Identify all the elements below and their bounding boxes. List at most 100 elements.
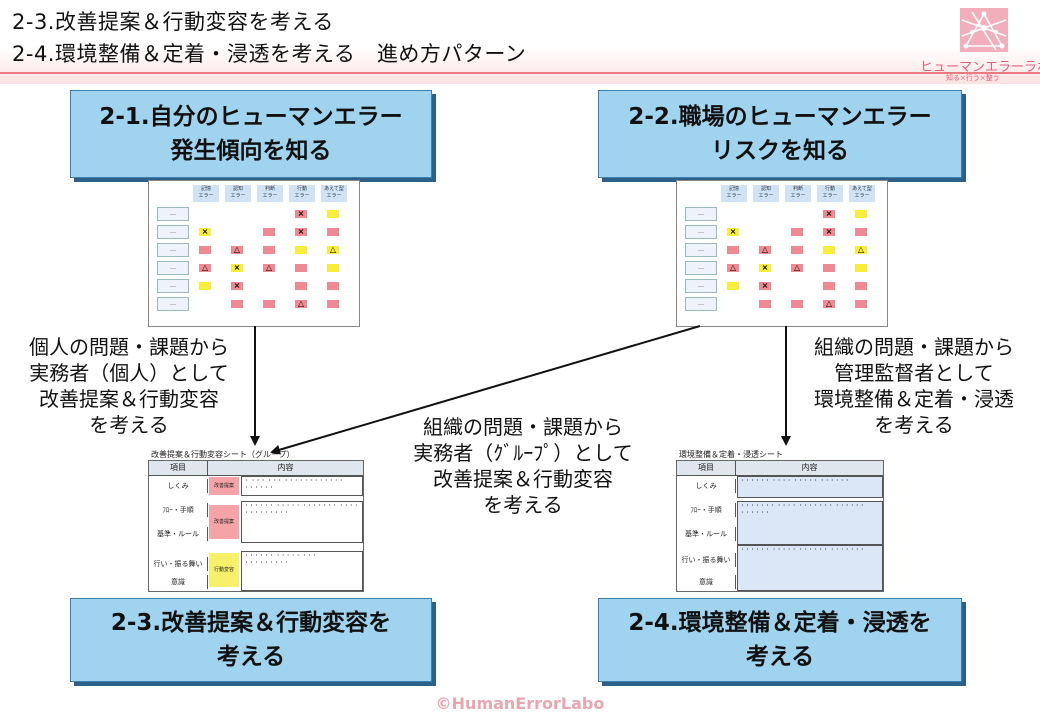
sheet-cat-awareness: 意識 — [149, 575, 208, 589]
matrix-mark — [327, 300, 339, 308]
matrix-mark — [855, 282, 867, 290]
right-flow-text-line: 環境整備＆定着・浸透 — [814, 387, 1014, 411]
matrix-row-label: … — [157, 225, 189, 239]
matrix-mark — [327, 264, 339, 272]
left-flow-text-line: 個人の問題・課題から — [29, 335, 229, 359]
matrix-mark — [855, 210, 867, 218]
sheet-head-item: 項目 — [677, 461, 736, 476]
logo-icon — [960, 8, 1008, 52]
matrix-header-cell: あえて型 エラー — [849, 185, 875, 202]
matrix-mark — [327, 282, 339, 290]
matrix-row-label: … — [685, 279, 717, 293]
error-matrix-left: 記憶 エラー認知 エラー判断 エラー行動 エラーあえて型 エラー…×…××…△△… — [148, 180, 360, 327]
header-divider — [0, 72, 1040, 74]
step-box-2-4-line2: 考える — [745, 644, 815, 670]
sheet-head-content: 内容 — [736, 461, 883, 476]
step-box-2-2-line2: リスクを知る — [711, 138, 849, 164]
matrix-mark: × — [823, 210, 835, 218]
center-flow-text: 組織の問題・課題から 実務者（ｸﾞﾙｰﾌﾟ）として 改善提案＆行動変容 を考える — [398, 414, 648, 518]
matrix-mark — [727, 282, 739, 290]
improvement-sheet-title: 改善提案＆行動変容シート（グループ） — [151, 450, 295, 459]
matrix-mark: × — [759, 282, 771, 290]
right-flow-text: 組織の問題・課題から 管理監督者として 環境整備＆定着・浸透 を考える — [796, 334, 1032, 438]
matrix-mark — [263, 228, 275, 236]
step-box-2-1-line2: 発生傾向を知る — [170, 138, 332, 164]
matrix-mark: △ — [263, 264, 275, 272]
step-box-2-3-line1: 2-3.改善提案＆行動変容を — [110, 610, 392, 636]
matrix-mark: × — [231, 264, 243, 272]
step-box-2-1-line1: 2-1.自分のヒューマンエラー — [99, 104, 403, 130]
matrix-row-label: … — [157, 207, 189, 221]
header-band — [0, 0, 1040, 84]
matrix-row-label: … — [157, 261, 189, 275]
matrix-mark: × — [823, 228, 835, 236]
matrix-mark: △ — [759, 246, 771, 254]
step-box-2-4: 2-4.環境整備＆定着・浸透を 考える — [598, 598, 962, 682]
sheet-body: ・・・・・・ ・・・・・ ・・・・・・ ・・・・・・・ — [737, 545, 883, 591]
matrix-mark — [199, 246, 211, 254]
sheet-head-item: 項目 — [149, 461, 208, 476]
matrix-mark — [855, 228, 867, 236]
right-flow-text-line: 組織の問題・課題から — [814, 335, 1014, 359]
matrix-mark — [295, 246, 307, 254]
matrix-mark — [791, 300, 803, 308]
step-box-2-3-line2: 考える — [216, 644, 286, 670]
logo-subtext: 知る×行う×整う — [946, 74, 1000, 82]
sheet-body: ・・・・・・・ ・・・・ ・・・・・・・ ・・・・・・ ・・・・・・ — [737, 501, 883, 545]
left-flow-text: 個人の問題・課題から 実務者（個人）として 改善提案＆行動変容 を考える — [14, 334, 244, 438]
matrix-mark: × — [759, 264, 771, 272]
improvement-sheet: 改善提案＆行動変容シート（グループ） 項目 内容 しくみ 改善提案 ・ ・・・ … — [148, 450, 364, 592]
matrix-mark: × — [295, 210, 307, 218]
matrix-mark: × — [199, 228, 211, 236]
sheet-tag-behavior: 行動変容 — [209, 553, 239, 587]
right-flow-text-line: を考える — [874, 413, 954, 437]
step-box-2-2-line1: 2-2.職場のヒューマンエラー — [628, 104, 932, 130]
matrix-header-cell: 記憶 エラー — [193, 185, 219, 202]
sheet-tag-proposal: 改善提案 — [209, 477, 239, 495]
matrix-header-cell: 認知 エラー — [753, 185, 779, 202]
logo-text: ヒューマンエラーラボ — [920, 60, 1040, 75]
center-flow-text-line: 改善提案＆行動変容 — [433, 467, 613, 491]
matrix-mark: △ — [295, 300, 307, 308]
matrix-header-cell: 記憶 エラー — [721, 185, 747, 202]
center-flow-text-line: 実務者（ｸﾞﾙｰﾌﾟ）として — [413, 441, 633, 465]
matrix-row-label: … — [685, 225, 717, 239]
environment-sheet: 環境整備＆定着・浸透シート 項目 内容 しくみ ・・・・・・ ・・・・ ・・・・… — [676, 450, 884, 592]
matrix-row-label: … — [157, 279, 189, 293]
matrix-header-cell: あえて型 エラー — [321, 185, 347, 202]
step-box-2-1: 2-1.自分のヒューマンエラー 発生傾向を知る — [70, 90, 432, 178]
matrix-mark: △ — [327, 246, 339, 254]
error-matrix-right: 記憶 エラー認知 エラー判断 エラー行動 エラーあえて型 エラー … × … × × … △ △… — [676, 180, 888, 327]
matrix-mark — [727, 246, 739, 254]
matrix-mark: △ — [791, 264, 803, 272]
matrix-header-cell: 判断 エラー — [785, 185, 811, 202]
matrix-header-cell: 行動 エラー — [817, 185, 843, 202]
environment-sheet-title: 環境整備＆定着・浸透シート — [679, 450, 783, 459]
page-title-line1: 2-3.改善提案＆行動変容を考える — [12, 10, 334, 34]
sheet-cat-rules: 基準・ルール — [149, 527, 208, 541]
sheet-body: ・・・・・・ ・・・・・ ・・・・・・・ ・・・・ ・・・・・・・・・ — [241, 501, 363, 543]
matrix-mark: × — [295, 228, 307, 236]
sheet-body: ・・・・・・ ・・・・・ ・・・ ・・・・・・・・・ — [241, 551, 363, 591]
matrix-row-label: … — [685, 297, 717, 311]
matrix-mark: △ — [823, 300, 835, 308]
left-flow-text-line: 実務者（個人）として — [29, 361, 229, 385]
matrix-row-label: … — [685, 243, 717, 257]
matrix-mark — [263, 246, 275, 254]
matrix-row-label: … — [157, 297, 189, 311]
sheet-cat-behavior: 行い・振る舞い — [149, 557, 208, 571]
matrix-row-label: … — [157, 243, 189, 257]
sheet-body: ・ ・・・ ・・・ ・・・・・・・・・・・・ ・・・・・・ — [241, 476, 363, 496]
sheet-head-content: 内容 — [208, 461, 363, 476]
left-flow-text-line: を考える — [89, 413, 169, 437]
left-flow-text-line: 改善提案＆行動変容 — [39, 387, 219, 411]
sheet-cat-mechanism: しくみ — [149, 479, 208, 493]
matrix-mark: × — [727, 228, 739, 236]
matrix-mark — [855, 264, 867, 272]
matrix-mark — [327, 210, 339, 218]
matrix-mark — [759, 300, 771, 308]
page-title-line2: 2-4.環境整備＆定着・浸透を考える 進め方パターン — [12, 42, 527, 66]
sheet-cat-rules: 基準・ルール — [677, 527, 736, 541]
matrix-header-cell: 判断 エラー — [257, 185, 283, 202]
matrix-mark — [263, 300, 275, 308]
